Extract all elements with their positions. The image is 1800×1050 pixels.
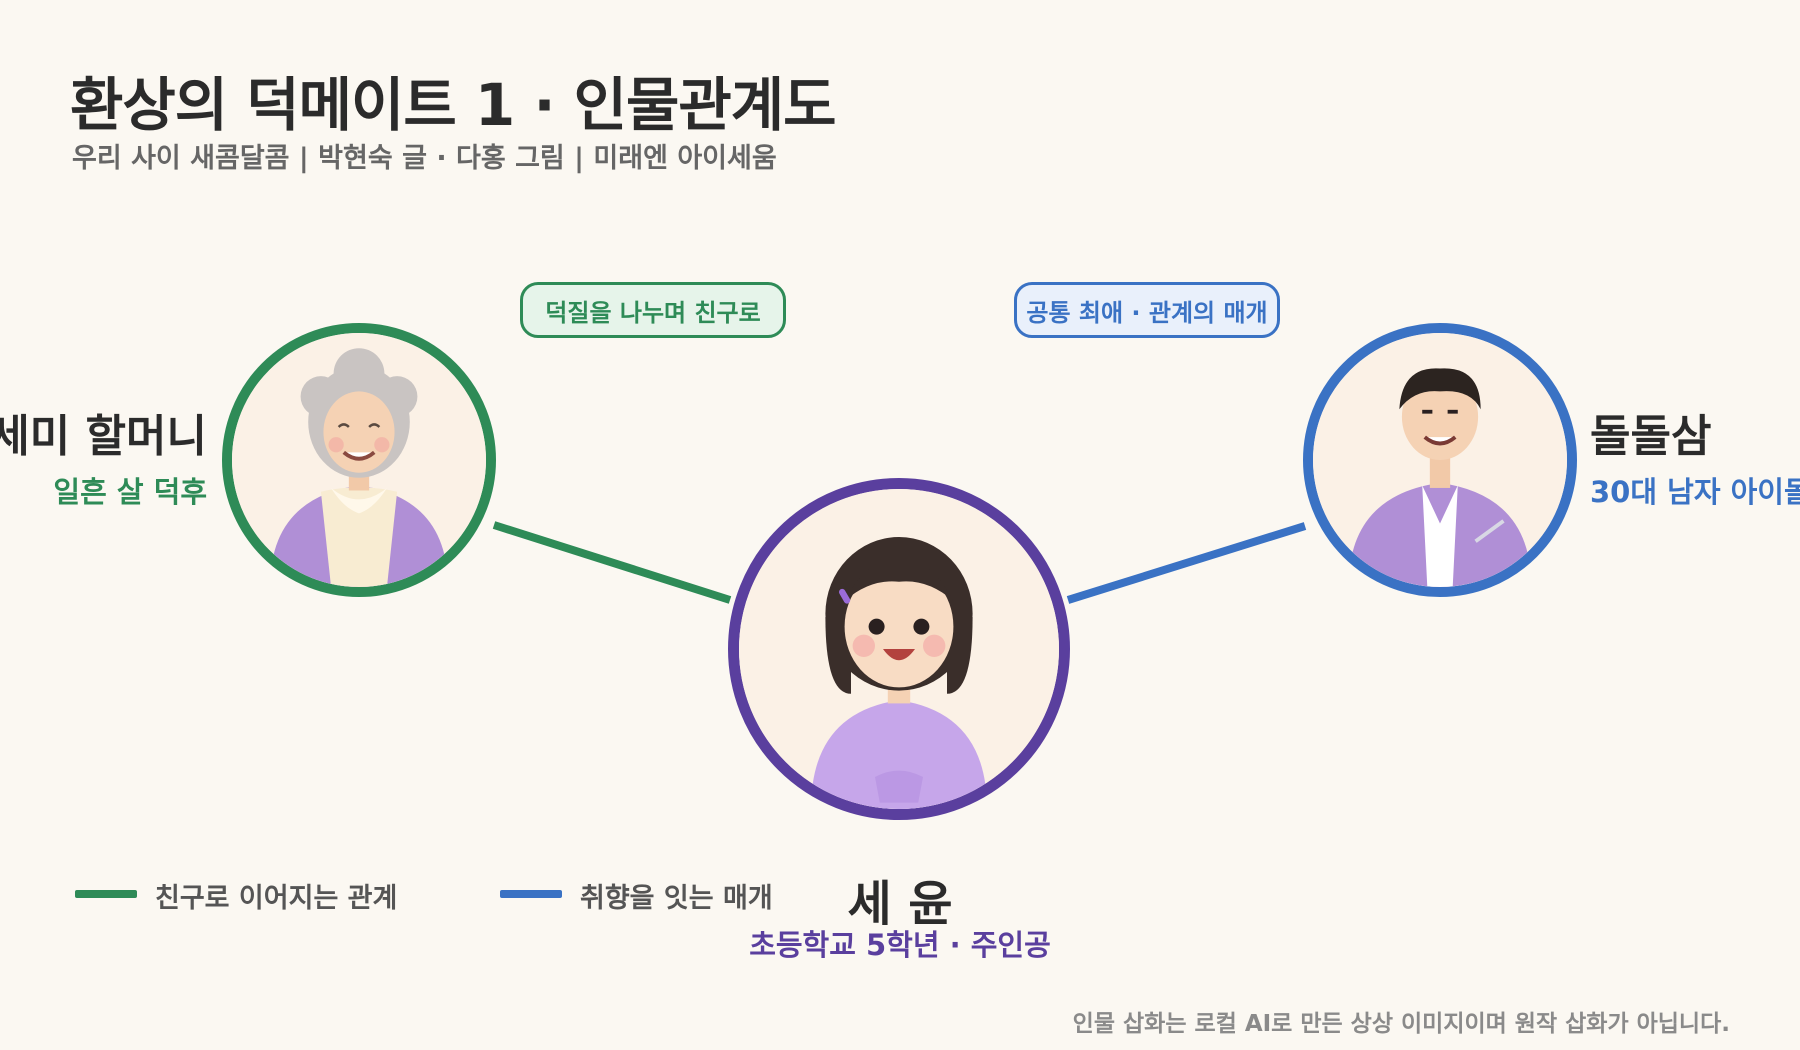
page-subtitle: 우리 사이 새콤달콤 | 박현숙 글 · 다홍 그림 | 미래엔 아이세움 [72,143,777,174]
idol-illustration [1313,333,1567,587]
protagonist-role: 초등학교 5학년 · 주인공 [749,928,1051,962]
legend-hobby-label: 취향을 잇는 매개 [580,883,773,914]
legend-friend-swatch [75,890,137,898]
protagonist-portrait [728,478,1070,820]
idol-name: 돌돌삼 [1590,411,1712,462]
legend-friend-label: 친구로 이어지는 관계 [155,883,398,914]
page-title: 환상의 덕메이트 1 · 인물관계도 [70,71,836,139]
girl-illustration [739,489,1059,809]
grandma-role: 일흔 살 덕후 [53,475,207,509]
hobby-relation-label: 공통 최애 · 관계의 매개 [1026,298,1268,327]
grandma-name: 세미 할머니 [0,411,207,462]
friend-relation-line [492,521,732,604]
friend-relation-label: 덕질을 나누며 친구로 [545,298,761,327]
friend-relation-badge: 덕질을 나누며 친구로 [520,282,786,338]
illustration-note: 인물 삽화는 로컬 AI로 만든 상상 이미지이며 원작 삽화가 아닙니다. [1072,1011,1730,1037]
idol-portrait [1303,323,1577,597]
protagonist-name: 세 윤 [847,876,953,932]
grandma-illustration [232,333,486,587]
hobby-relation-badge: 공통 최애 · 관계의 매개 [1014,282,1280,338]
idol-role: 30대 남자 아이돌 [1590,475,1800,509]
legend-hobby-swatch [500,890,562,898]
hobby-relation-line [1066,522,1307,604]
grandma-portrait [222,323,496,597]
